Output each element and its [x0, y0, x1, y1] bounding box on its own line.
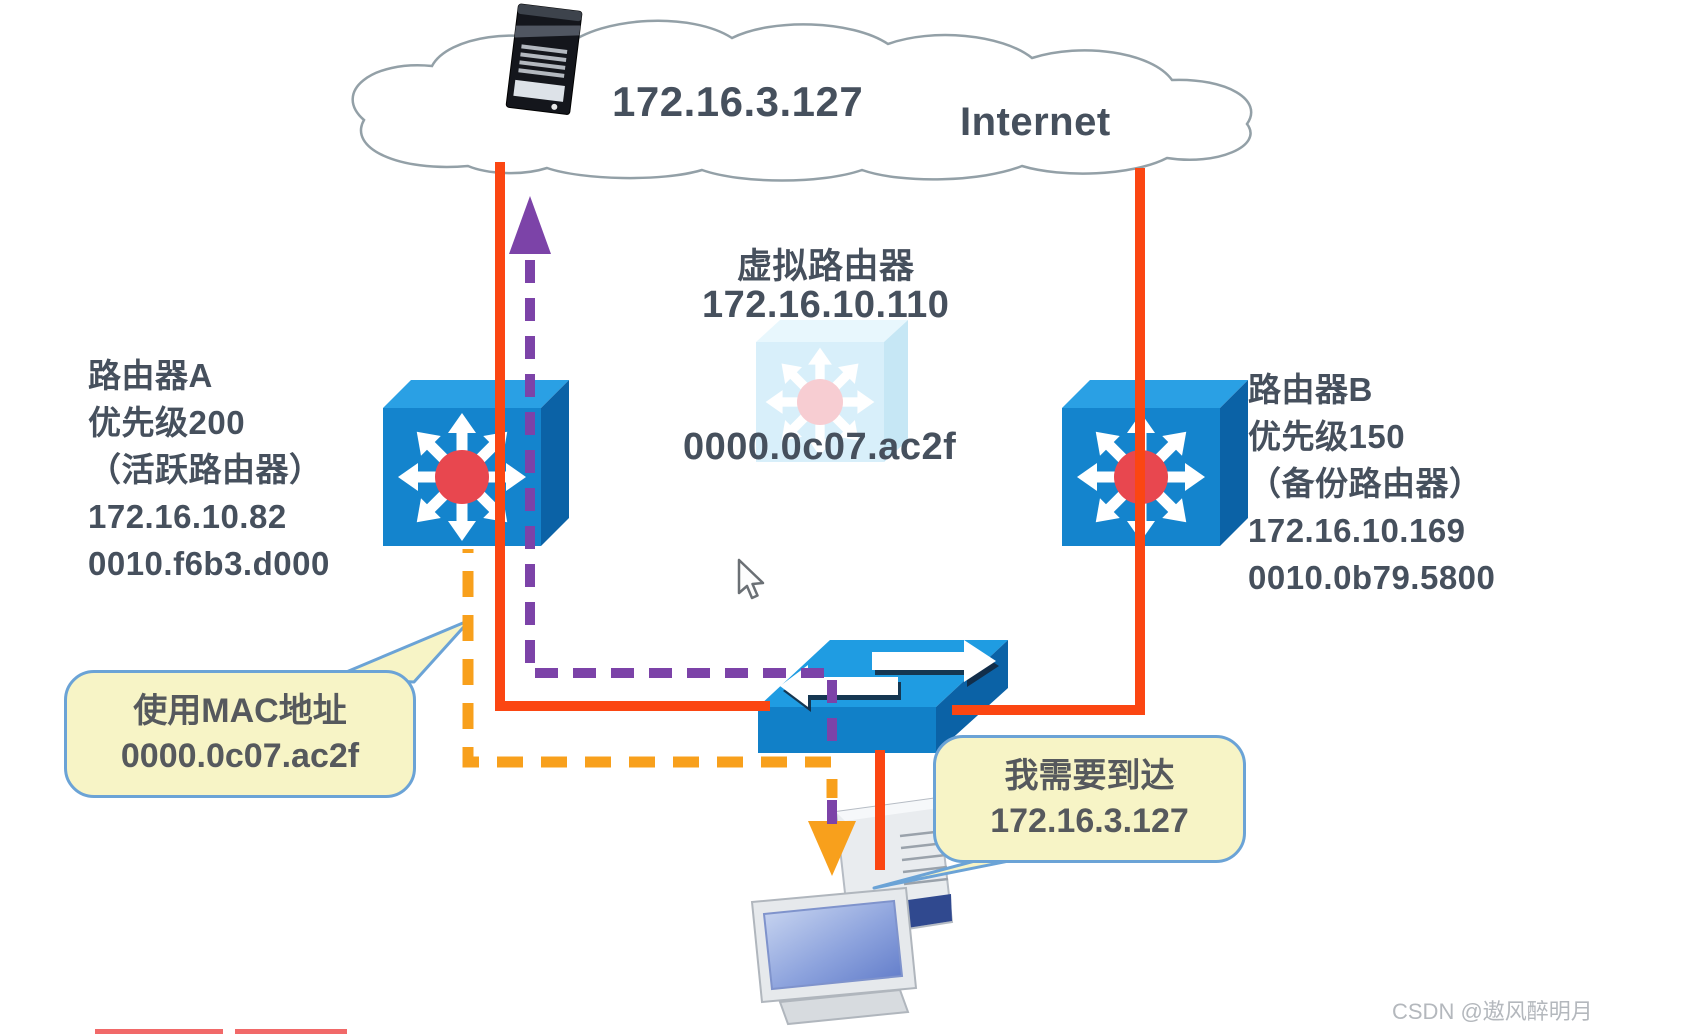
router-a-priority: 优先级200 — [88, 404, 246, 441]
router-b-ip: 172.16.10.169 — [1248, 512, 1466, 549]
router-a-role: （活跃路由器） — [88, 451, 323, 488]
mac-callout-line1: 使用MAC地址 — [133, 692, 347, 730]
csdn-watermark: CSDN @遨风醉明月 — [1392, 999, 1593, 1024]
switch-arrows — [780, 640, 996, 707]
reach-callout: 我需要到达 172.16.3.127 — [933, 735, 1246, 863]
router-b-name: 路由器B — [1248, 371, 1373, 408]
up-arrowhead — [509, 196, 551, 254]
reach-callout-line2: 172.16.3.127 — [990, 802, 1189, 840]
router-a-ip: 172.16.10.82 — [88, 498, 287, 535]
mac-callout: 使用MAC地址 0000.0c07.ac2f — [64, 670, 416, 798]
virtual-router-title: 虚拟路由器 — [737, 247, 915, 286]
router-a-icon — [383, 380, 569, 546]
server-icon — [505, 3, 583, 115]
router-b-mac: 0010.0b79.5800 — [1248, 559, 1496, 596]
internet-label: Internet — [960, 100, 1111, 144]
down-arrowhead — [808, 821, 856, 876]
red-underline-artifact — [95, 1029, 347, 1034]
virtual-router-icon — [756, 320, 908, 462]
internet-server-ip: 172.16.3.127 — [612, 78, 864, 125]
router-a-uplink-line — [495, 162, 770, 711]
virtual-mac-path — [509, 196, 837, 824]
router-b-uplink-line — [952, 168, 1145, 715]
internet-cloud — [351, 19, 1253, 182]
router-a-mac: 0010.f6b3.d000 — [88, 545, 330, 582]
router-b-priority: 优先级150 — [1248, 418, 1406, 455]
router-a-name: 路由器A — [88, 357, 213, 394]
mac-callout-line2: 0000.0c07.ac2f — [120, 737, 360, 775]
router-a-label: 路由器A 优先级200 （活跃路由器） 172.16.10.82 0010.f6… — [88, 352, 330, 587]
router-b-icon — [1062, 380, 1248, 546]
router-b-role: （备份路由器） — [1248, 465, 1483, 502]
virtual-router-ip: 172.16.10.110 — [702, 284, 950, 326]
pc-icon — [750, 796, 954, 1026]
switch-icon — [758, 640, 1008, 753]
virtual-router-mac: 0000.0c07.ac2f — [683, 426, 957, 468]
pc-traffic-path — [462, 549, 856, 876]
router-b-label: 路由器B 优先级150 （备份路由器） 172.16.10.169 0010.0… — [1248, 366, 1495, 601]
reach-callout-line1: 我需要到达 — [1004, 757, 1175, 795]
mouse-cursor — [737, 558, 765, 600]
